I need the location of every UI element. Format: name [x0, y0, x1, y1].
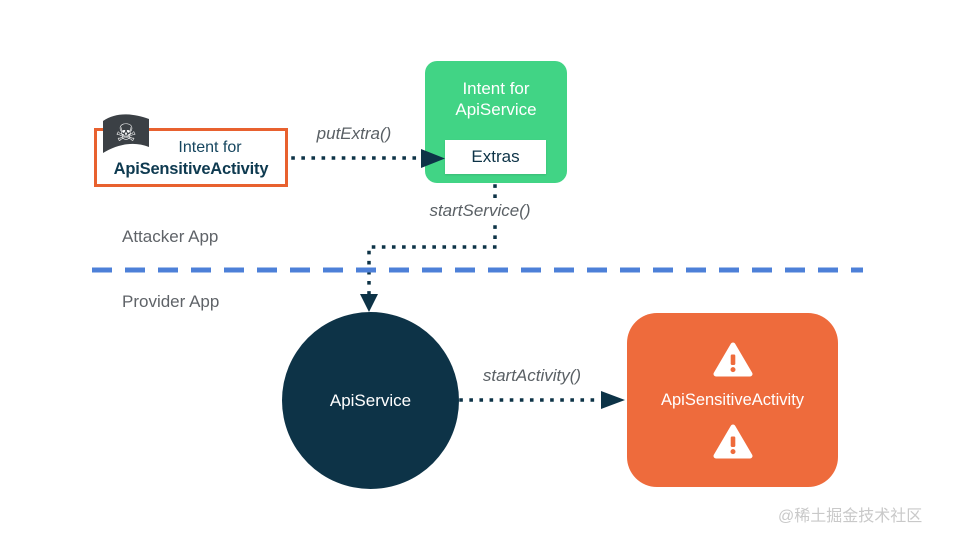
pirate-flag-icon: ☠: [103, 114, 149, 153]
warning-exclamation-bar: [730, 354, 735, 365]
attacker-intent-line2: ApiSensitiveActivity: [113, 160, 269, 178]
attacker-app-label: Attacker App: [122, 227, 219, 246]
extras-node: Extras: [445, 140, 546, 174]
service-intent-line1: Intent for: [462, 79, 530, 98]
skull-crossbones-icon: ☠: [115, 119, 137, 147]
api-sensitive-activity-node: ApiSensitiveActivity: [627, 313, 838, 487]
startservice-label: startService(): [429, 201, 531, 220]
warning-exclamation-dot: [730, 449, 735, 455]
provider-app-label: Provider App: [122, 292, 220, 311]
warning-exclamation-bar: [730, 436, 735, 447]
warning-triangle-icon: [713, 342, 752, 377]
service-intent-title: Intent for ApiService: [425, 78, 567, 120]
startservice-connector-lower: [367, 225, 497, 296]
api-service-node: ApiService: [282, 312, 459, 489]
startactivity-arrowhead-icon: [601, 391, 625, 409]
pirate-flag-cloth: [103, 114, 149, 153]
service-intent-line2: ApiService: [455, 100, 537, 119]
putextra-label: putExtra(): [316, 124, 392, 143]
warning-triangle-icon: [713, 424, 752, 459]
watermark-text: @稀土掘金技术社区: [778, 508, 923, 525]
startactivity-label: startActivity(): [482, 366, 582, 385]
attacker-intent-line1: Intent for: [178, 139, 242, 156]
service-intent-node: Intent for ApiService Extras: [425, 61, 567, 183]
startservice-arrowhead-icon: [360, 294, 378, 312]
api-service-label: ApiService: [329, 390, 412, 410]
extras-label: Extras: [471, 147, 520, 166]
api-sensitive-activity-label: ApiSensitiveActivity: [660, 391, 805, 409]
warning-exclamation-dot: [730, 367, 735, 373]
